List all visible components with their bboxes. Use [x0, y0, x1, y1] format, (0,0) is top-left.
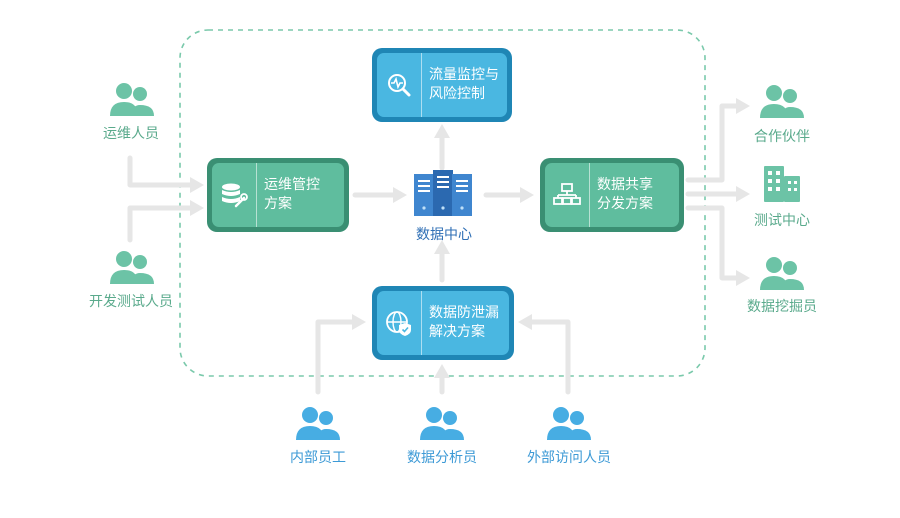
- building-icon: [764, 166, 800, 202]
- arrowhead: [190, 200, 204, 216]
- node-text-line: 分发方案: [597, 196, 653, 212]
- actor-label-devtest: 开发测试人员: [89, 294, 173, 310]
- node-text-line: 方案: [264, 196, 292, 212]
- arrowhead: [736, 270, 750, 286]
- arrowhead: [518, 314, 532, 330]
- arrowhead: [434, 364, 450, 378]
- actor-label-partner: 合作伙伴: [754, 129, 810, 145]
- people-icon: [760, 85, 804, 118]
- node-text-line: 数据共享: [597, 177, 653, 193]
- node-text-line: 流量监控与: [429, 67, 499, 83]
- arrow-share-to-miner: [685, 205, 741, 281]
- people-icon: [760, 257, 804, 290]
- node-data-share: 数据共享 分发方案: [540, 158, 684, 232]
- arrowhead: [736, 98, 750, 114]
- people-icon: [110, 251, 154, 284]
- people-icon: [296, 407, 340, 440]
- node-text-line: 运维管控: [264, 177, 320, 193]
- database-wrench-icon: [212, 163, 257, 227]
- actor-label-test-center: 测试中心: [754, 213, 810, 229]
- magnifier-pulse-icon: [377, 53, 422, 117]
- people-icon: [110, 83, 154, 116]
- node-ops-control: 运维管控 方案: [207, 158, 349, 232]
- actor-label-analyst: 数据分析员: [407, 450, 477, 466]
- arrowhead: [190, 177, 204, 193]
- arrow-external-to-leak: [527, 319, 571, 395]
- node-leak-prevention: 数据防泄漏 解决方案: [372, 286, 514, 360]
- actor-label-data-miner: 数据挖掘员: [747, 299, 817, 315]
- arrowhead: [352, 314, 366, 330]
- server-rack-icon: [414, 170, 472, 216]
- people-icon: [420, 407, 464, 440]
- arrowhead: [520, 187, 534, 203]
- arrowhead: [736, 186, 750, 202]
- globe-shield-icon: [377, 291, 422, 355]
- actor-label-internal-staff: 内部员工: [290, 450, 346, 466]
- arrowhead: [434, 124, 450, 138]
- datacenter-label: 数据中心: [416, 227, 472, 243]
- arrow-devtest-to-ops-control: [127, 205, 195, 243]
- node-text-line: 数据防泄漏: [429, 305, 499, 321]
- arrow-share-to-partner: [685, 103, 741, 183]
- people-icon: [547, 407, 591, 440]
- network-tree-icon: [545, 163, 590, 227]
- arrow-ops-staff-to-ops-control: [127, 155, 195, 188]
- actor-label-ops-staff: 运维人员: [103, 126, 159, 142]
- node-text-line: 解决方案: [429, 324, 485, 340]
- node-text-line: 风险控制: [429, 86, 485, 102]
- actor-label-external-visitor: 外部访问人员: [527, 450, 611, 466]
- arrow-internal-to-leak: [315, 319, 357, 395]
- arrowhead: [393, 187, 407, 203]
- node-traffic-monitor: 流量监控与 风险控制: [372, 48, 512, 122]
- arrowhead: [434, 240, 450, 254]
